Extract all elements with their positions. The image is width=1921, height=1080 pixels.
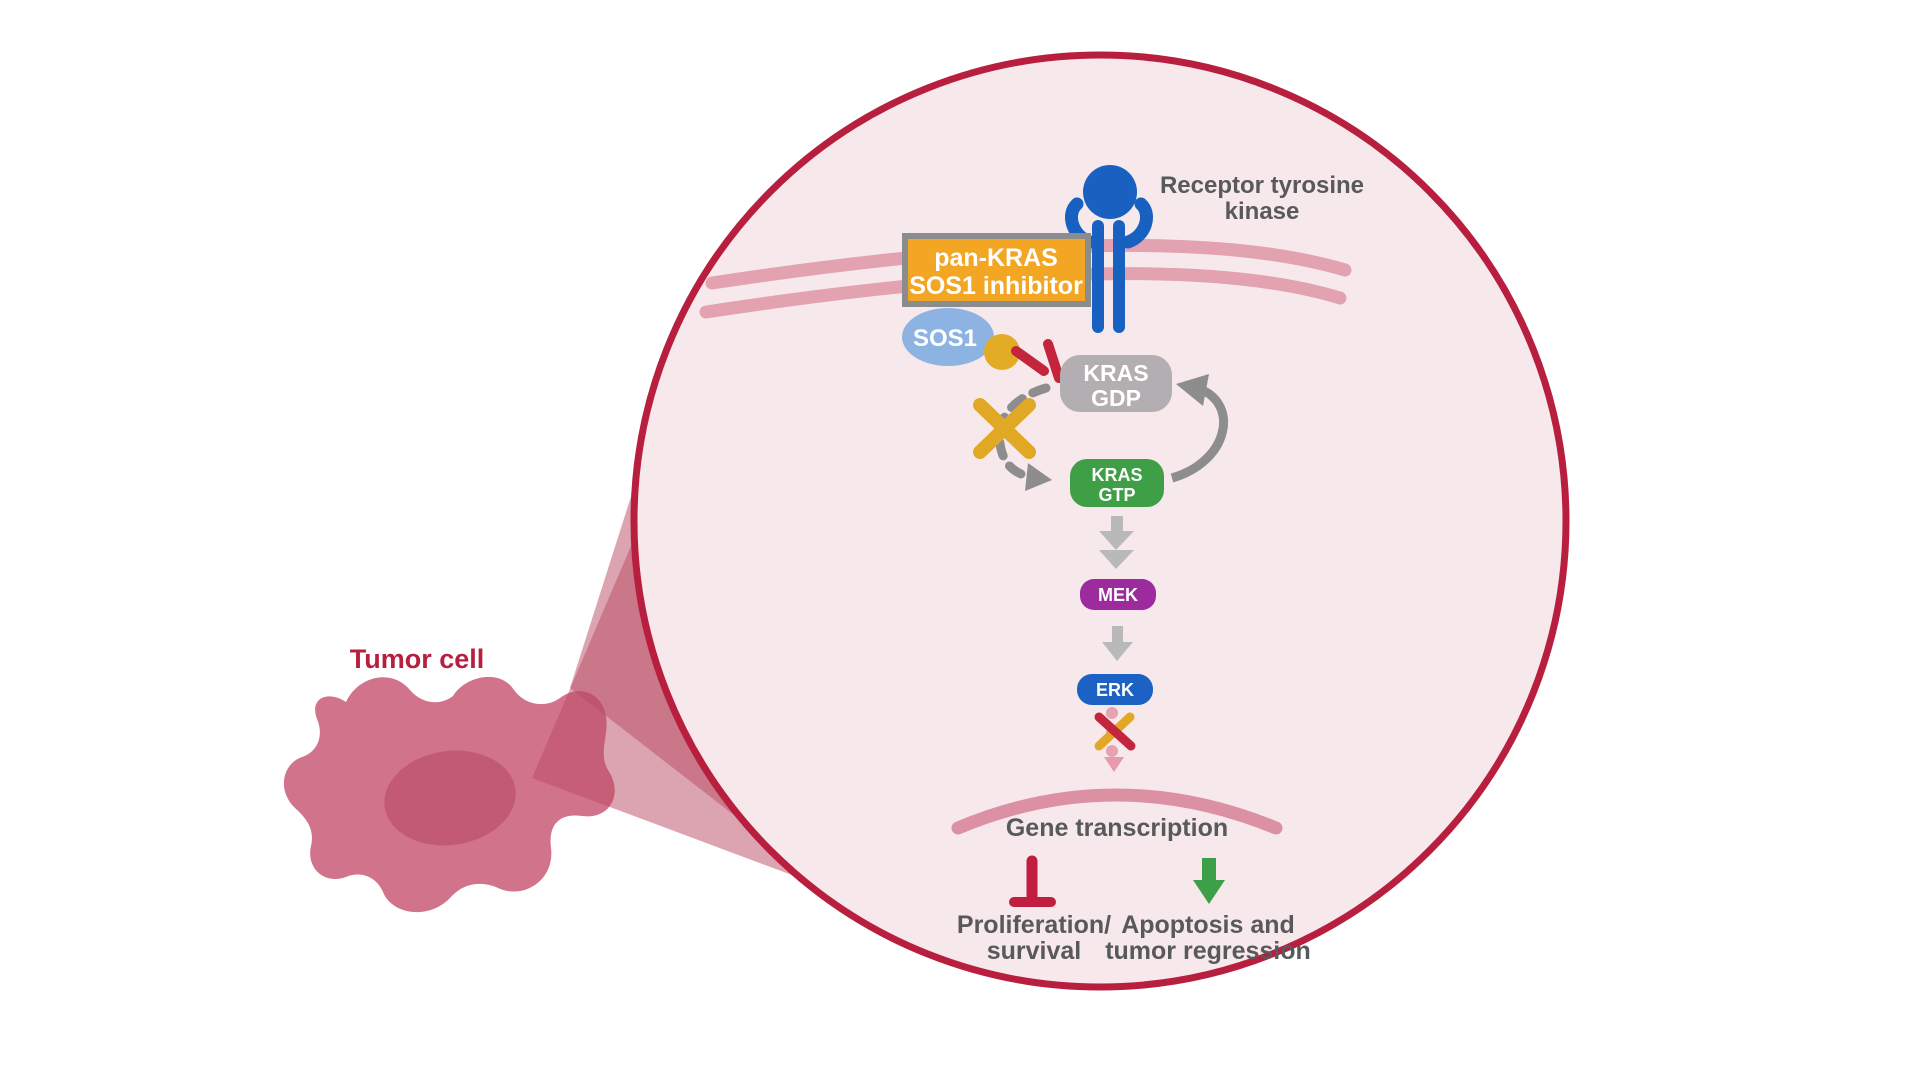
inhibitor-box	[902, 233, 1091, 307]
erk-block-x-red	[1094, 712, 1136, 751]
sos1-inhibition-bar	[1043, 339, 1064, 383]
proliferation-label-line1: Proliferation/	[957, 911, 1111, 939]
blocked-x-icon	[973, 398, 1036, 459]
apoptosis-arrow-stem	[1202, 858, 1216, 883]
dotted-link-dot3	[1106, 745, 1118, 757]
kras-gdp-label-line1: KRAS	[1083, 360, 1148, 386]
mek-box	[1080, 579, 1156, 610]
gtp-to-gdp-arrow	[1170, 384, 1229, 483]
mek-to-erk-arrow-icon	[1102, 626, 1133, 661]
double-arrow-stem	[1111, 516, 1123, 533]
gdp-to-gtp-dashed-arrow	[994, 383, 1051, 481]
apoptosis-arrowhead	[1193, 880, 1225, 904]
receptor-label-line2: kinase	[1225, 198, 1300, 225]
receptor-label-line1: Receptor tyrosine	[1160, 172, 1364, 199]
mek-label: MEK	[1098, 585, 1138, 605]
gdp-to-gtp-arrowhead	[1025, 463, 1052, 491]
sos1-inhibition-icon	[1011, 339, 1064, 383]
apoptosis-label-line2: tumor regression	[1105, 937, 1311, 965]
kras-gdp-box	[1060, 355, 1172, 412]
sos1-ligand-ball	[984, 334, 1020, 370]
gene-transcription-arc	[951, 788, 1283, 835]
double-arrow-chevron2	[1099, 550, 1134, 569]
gene-transcription-label: Gene transcription	[1006, 814, 1228, 842]
receptor-arm-right	[1121, 197, 1153, 249]
tumor-cell-nucleus	[384, 750, 516, 846]
mek-erk-arrow-stem	[1112, 626, 1123, 644]
kras-gtp-label-line2: GTP	[1098, 485, 1135, 505]
double-arrow-chevron1	[1099, 531, 1134, 550]
kras-gtp-box	[1070, 459, 1164, 507]
erk-label: ERK	[1096, 680, 1134, 700]
gtp-to-mek-double-arrow-icon	[1099, 516, 1134, 569]
sos1-label: SOS1	[913, 325, 977, 352]
inhibitor-label-line1: pan-KRAS	[934, 244, 1058, 272]
membrane-line-inner	[699, 267, 1347, 319]
blocked-x-stroke2	[973, 398, 1036, 459]
apoptosis-label-line1: Apoptosis and	[1121, 911, 1295, 939]
proliferation-inhibition-icon	[1009, 855, 1056, 907]
erk-box	[1077, 674, 1153, 705]
tumor-cell-label: Tumor cell	[350, 644, 485, 674]
dotted-link-dot1	[1106, 707, 1118, 719]
sos1-ellipse	[902, 308, 994, 366]
receptor-ligand-ball	[1083, 165, 1137, 219]
kras-gdp-label-line2: GDP	[1091, 385, 1141, 411]
kras-gtp-label-line1: KRAS	[1091, 465, 1142, 485]
dotted-link-arrowhead	[1104, 757, 1124, 772]
gtp-to-gdp-arrowhead	[1176, 374, 1209, 406]
sos1-inhibition-stem	[1011, 346, 1049, 376]
proliferation-label-line2: survival	[987, 937, 1082, 965]
apoptosis-down-arrow-icon	[1193, 858, 1225, 904]
inhibitor-label-line2: SOS1 inhibitor	[909, 272, 1083, 300]
mek-erk-arrowhead	[1102, 642, 1133, 661]
